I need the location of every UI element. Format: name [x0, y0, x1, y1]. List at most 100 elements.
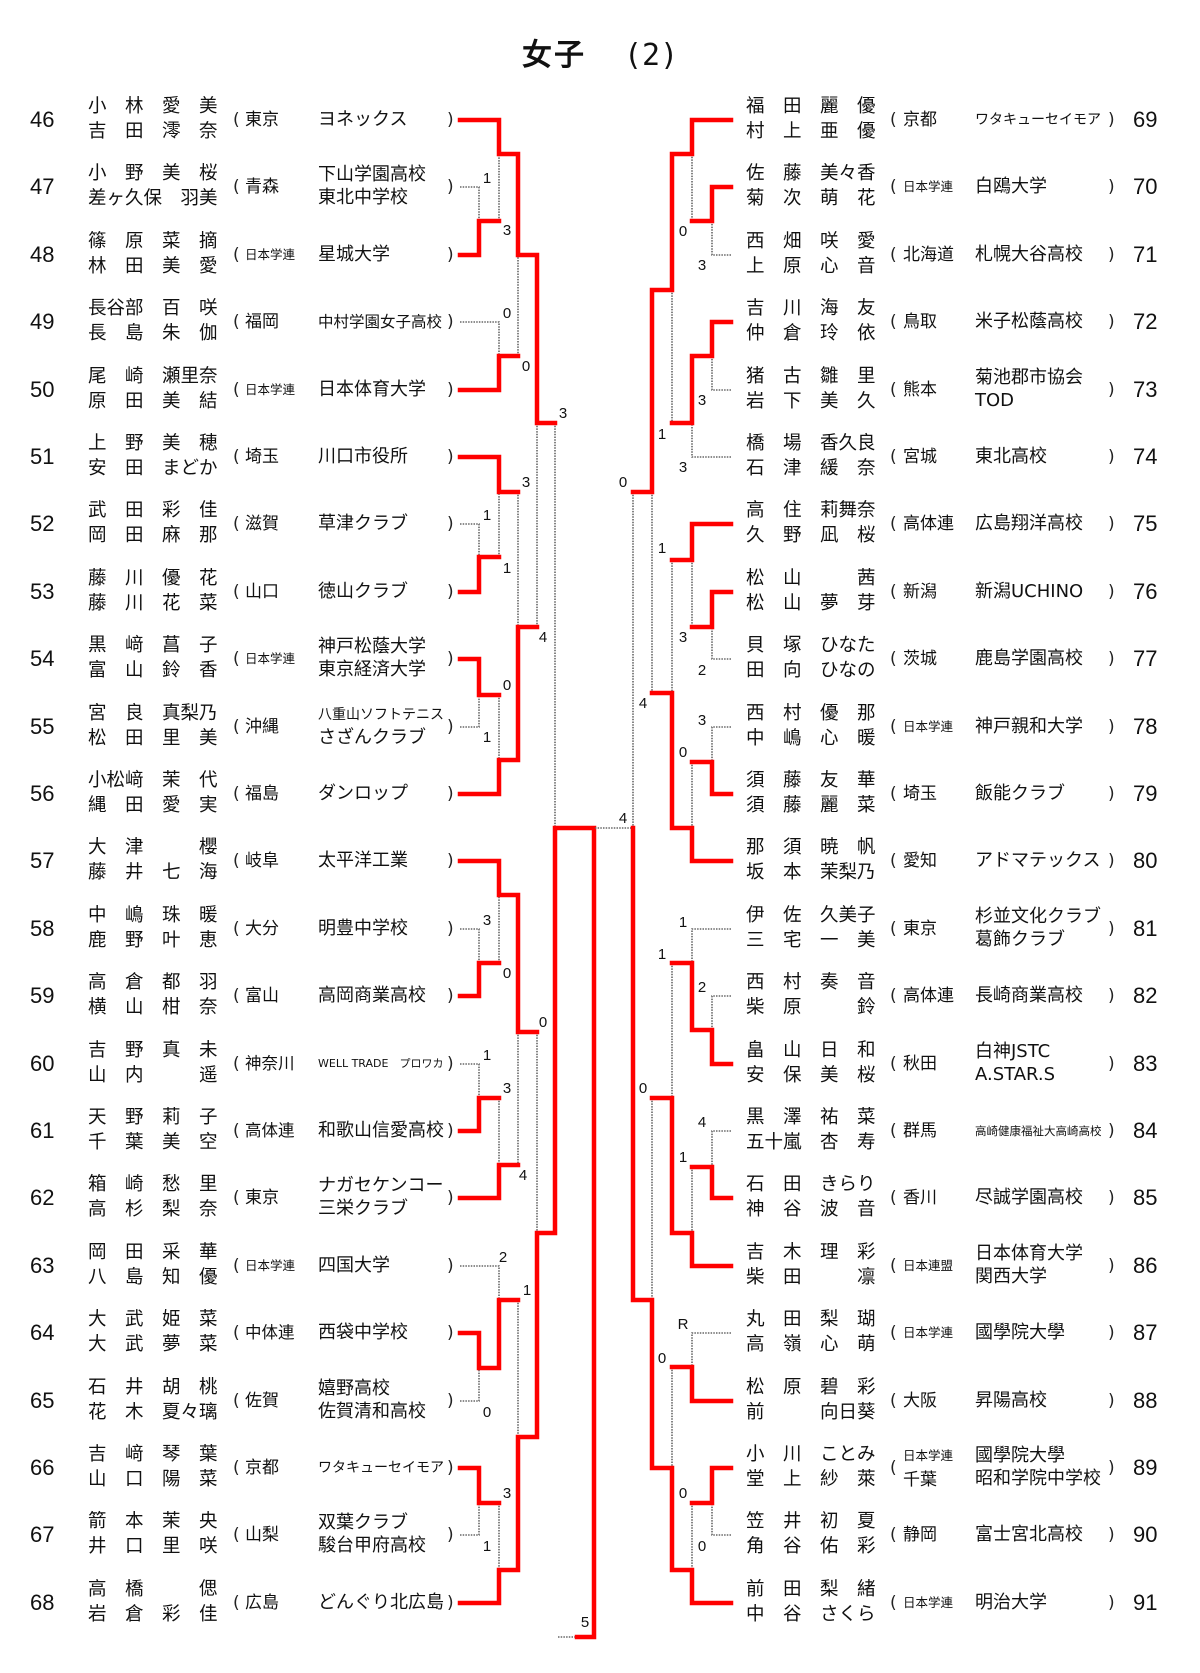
winner-line-61: [457, 1095, 502, 1134]
player-name: 吉 木 理 彩: [746, 1241, 876, 1263]
prefecture: 京都: [903, 110, 937, 130]
paren-close: ): [1108, 379, 1115, 400]
match-score: 3: [559, 405, 567, 422]
team-name: 杉並文化クラブ: [975, 905, 1101, 927]
paren-close: ): [447, 1053, 454, 1074]
winner-line-59: [457, 960, 502, 999]
winner-line-70: [689, 184, 734, 224]
prefecture: 静岡: [903, 1525, 937, 1546]
winner-line-88: [669, 1364, 734, 1404]
paren-open: (: [233, 1053, 240, 1074]
entry-number: 77: [1133, 646, 1158, 672]
prefecture: 山口: [245, 581, 279, 602]
entry-number: 78: [1133, 713, 1158, 739]
entry-number: 54: [30, 646, 55, 672]
paren-open: (: [233, 784, 240, 804]
prefecture: 東京: [903, 918, 937, 939]
winner-line-66: [457, 1465, 502, 1506]
team-name: 東北高校: [975, 446, 1047, 467]
prefecture: 日本学連: [245, 651, 296, 667]
entry-number: 82: [1133, 983, 1158, 1009]
team-name: TOD: [975, 389, 1015, 411]
match-score: 0: [698, 1538, 706, 1555]
paren-close: ): [1108, 1255, 1115, 1276]
player-name: 吉 﨑 琴 葉: [88, 1444, 218, 1465]
team-name: 四国大学: [318, 1254, 390, 1276]
player-name: 柴 原 鈴: [746, 997, 876, 1019]
paren-close: ): [1108, 986, 1115, 1007]
paren-open: (: [233, 110, 240, 130]
winner-line-56: [457, 624, 540, 797]
player-name: 山 内 遥: [88, 1064, 218, 1086]
player-name: 山 口 陽 菜: [88, 1469, 218, 1490]
paren-open: (: [233, 581, 240, 602]
team-name: WELL TRADE プロワカ: [318, 1056, 444, 1070]
player-name: 前 向日葵: [746, 1401, 876, 1423]
match-score: 0: [679, 223, 687, 240]
match-score: 0: [503, 677, 511, 694]
team-name: 太平洋工業: [318, 850, 408, 872]
entry-number: 73: [1133, 376, 1158, 402]
player-name: 井 口 里 咲: [88, 1536, 218, 1558]
paren-open: (: [233, 1323, 240, 1344]
paren-close: ): [447, 514, 454, 535]
winner-line-48: [457, 218, 502, 258]
winner-line-53: [457, 554, 502, 595]
player-name: 畠 山 日 和: [746, 1039, 876, 1061]
paren-open: (: [890, 244, 897, 265]
player-name: 岡 田 采 華: [88, 1241, 218, 1263]
entry-number: 81: [1133, 915, 1158, 941]
player-name: 富 山 鈴 香: [88, 660, 218, 682]
team-name: 富士宮北高校: [975, 1524, 1083, 1546]
paren-open: (: [890, 1390, 897, 1411]
prefecture: 宮城: [903, 447, 937, 467]
team-name: 國學院大學: [975, 1322, 1065, 1344]
entry-number: 59: [30, 983, 55, 1009]
entry-number: 61: [30, 1118, 55, 1143]
match-score: 4: [519, 1167, 527, 1184]
match-score: 3: [503, 222, 511, 239]
paren-open: (: [890, 918, 897, 939]
player-name: 天 野 莉 子: [88, 1107, 218, 1128]
paren-open: (: [890, 649, 897, 670]
prefecture: 鳥取: [903, 312, 937, 333]
paren-open: (: [233, 1255, 240, 1276]
prefecture: 埼玉: [903, 784, 937, 804]
match-score: 1: [483, 170, 491, 187]
prefecture: 日本学連: [245, 1257, 296, 1273]
prefecture: 日本連盟: [903, 1257, 954, 1273]
match-score: 2: [698, 979, 706, 996]
winner-line-68: [457, 825, 597, 1640]
team-name: 昇陽高校: [975, 1389, 1047, 1411]
entry-number: 49: [30, 309, 55, 335]
player-name: 上 原 心 音: [746, 255, 876, 277]
prefecture: 東京: [245, 1188, 279, 1209]
paren-close: ): [447, 716, 454, 737]
team-name: 和歌山信愛高校: [318, 1120, 444, 1141]
match-score: 1: [483, 507, 491, 524]
paren-close: ): [1108, 110, 1115, 130]
match-score: 3: [503, 1485, 511, 1502]
team-name: 葛飾クラブ: [975, 928, 1065, 950]
paren-open: (: [233, 986, 240, 1007]
loser-line: [594, 154, 731, 1570]
prefecture: 北海道: [903, 244, 954, 265]
entry-number: 86: [1133, 1252, 1158, 1278]
entry-number: 53: [30, 578, 55, 604]
prefecture: 愛知: [903, 851, 937, 872]
winner-line-51: [457, 454, 521, 495]
winner-line-57: [457, 858, 540, 1035]
paren-open: (: [890, 1458, 897, 1478]
prefecture: 千葉: [903, 1470, 937, 1490]
entry-number: 90: [1133, 1522, 1158, 1548]
player-name: 前 田 梨 緒: [746, 1578, 876, 1600]
player-name: 箱 崎 愁 里: [88, 1174, 218, 1196]
paren-open: (: [890, 1121, 897, 1141]
match-score: 1: [679, 914, 687, 931]
entry-number: 84: [1133, 1118, 1158, 1143]
player-name: 小 野 美 桜: [88, 163, 218, 185]
winner-line-83: [669, 960, 734, 1067]
match-score: 2: [698, 662, 706, 679]
